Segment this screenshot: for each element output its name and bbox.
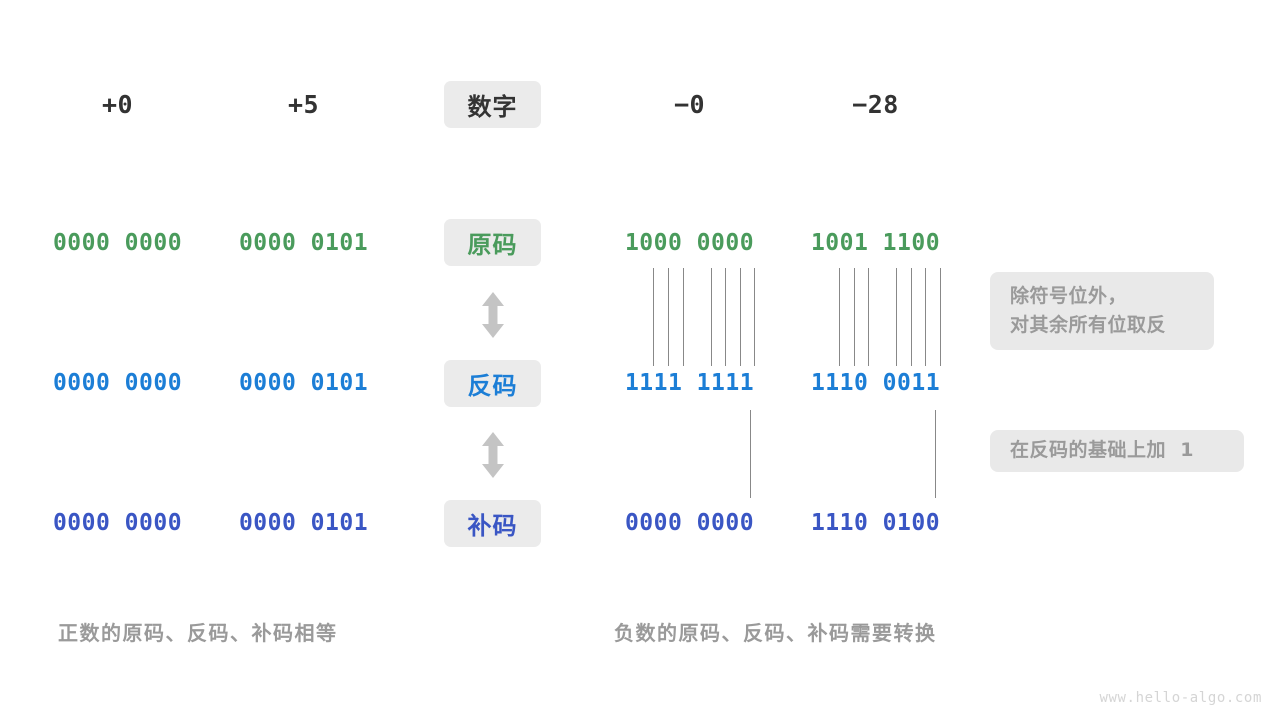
watermark: www.hello-algo.com (1099, 690, 1262, 706)
row-buma-cell-plus-zero: 0000 0000 (52, 510, 183, 536)
connector-tick (935, 410, 936, 498)
row-fanma-cell-minus-zero: 1111 1111 (624, 370, 755, 396)
row-yuanma-cell-plus-zero: 0000 0000 (52, 230, 183, 256)
connector-tick (839, 268, 840, 366)
connector-tick (750, 410, 751, 498)
connector-tick (896, 268, 897, 366)
badge-buma: 补码 (444, 500, 541, 547)
connector-tick (754, 268, 755, 366)
invert-bits-note-line-2: 对其余所有位取反 (1010, 314, 1167, 336)
connector-tick (911, 268, 912, 366)
connector-tick (925, 268, 926, 366)
add-one-note-line-1: 在反码的基础上加 1 (1010, 439, 1194, 462)
row-fanma-cell-minus-28: 1110 0011 (810, 370, 941, 396)
positive-caption: 正数的原码、反码、补码相等 (58, 621, 338, 645)
header-value-minus-zero: −0 (673, 89, 706, 119)
connector-tick (683, 268, 684, 366)
negative-caption: 负数的原码、反码、补码需要转换 (614, 621, 937, 645)
header-value-minus-28: −28 (852, 89, 899, 119)
row-buma-cell-minus-zero: 0000 0000 (624, 510, 755, 536)
row-fanma-cell-plus-five: 0000 0101 (238, 370, 369, 396)
row-fanma-cell-plus-zero: 0000 0000 (52, 370, 183, 396)
badge-yuanma: 原码 (444, 219, 541, 266)
badge-fanma: 反码 (444, 360, 541, 407)
connector-tick (868, 268, 869, 366)
connector-tick (668, 268, 669, 366)
header-value-plus-zero: +0 (101, 89, 134, 119)
row-yuanma-cell-minus-28: 1001 1100 (810, 230, 941, 256)
badge-number-header: 数字 (444, 81, 541, 128)
arrow-updown-icon-2 (478, 430, 508, 480)
arrow-updown-icon-1 (478, 290, 508, 340)
row-yuanma-cell-plus-five: 0000 0101 (238, 230, 369, 256)
connector-tick (711, 268, 712, 366)
connector-tick (854, 268, 855, 366)
header-value-plus-five: +5 (287, 89, 320, 119)
add-one-note: 在反码的基础上加 1 (990, 430, 1244, 472)
invert-bits-note-line-1: 除符号位外， (1010, 284, 1128, 307)
row-buma-cell-plus-five: 0000 0101 (238, 510, 369, 536)
invert-bits-note: 除符号位外， 对其余所有位取反 (990, 272, 1214, 350)
connector-tick (653, 268, 654, 366)
row-buma-cell-minus-28: 1110 0100 (810, 510, 941, 536)
connector-tick (740, 268, 741, 366)
connector-tick (940, 268, 941, 366)
row-yuanma-cell-minus-zero: 1000 0000 (624, 230, 755, 256)
connector-tick (725, 268, 726, 366)
